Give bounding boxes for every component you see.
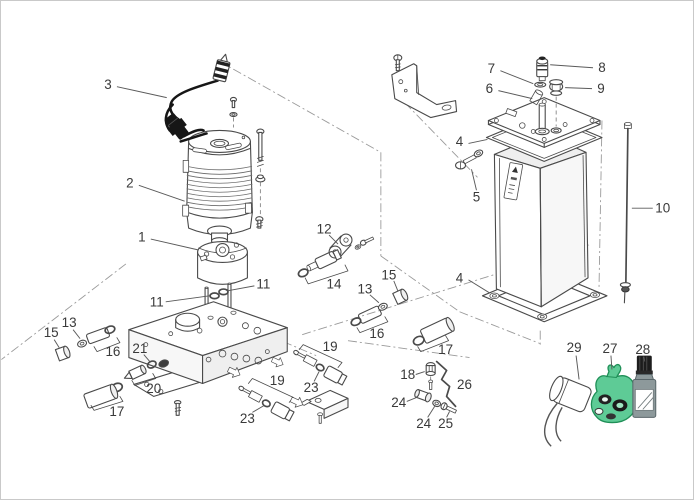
part-label-26: 26 (457, 377, 472, 392)
seal-kit-bag-27 (590, 363, 638, 424)
callout-leader-line (150, 238, 199, 251)
callout-leader-line (471, 169, 477, 191)
wall-bracket-drawing (391, 54, 458, 119)
part-label-11: 11 (150, 294, 164, 309)
callout-leader-line (138, 184, 185, 202)
oil-bottle-28 (632, 355, 657, 418)
filler-plug-8 (536, 56, 549, 82)
washer-7 (534, 81, 547, 88)
motor-fasteners (229, 96, 266, 229)
part-label-10: 10 (655, 201, 670, 216)
part-label-27: 27 (602, 341, 617, 356)
callout-leader-line (328, 234, 339, 245)
part-label-1: 1 (138, 230, 145, 245)
cable-boot (164, 113, 189, 140)
fitting-group-18-24-25 (414, 360, 457, 414)
part-label-29: 29 (567, 340, 582, 355)
part-label-2: 2 (126, 176, 133, 191)
part-label-4: 4 (456, 134, 464, 149)
callout-leader-line (550, 64, 594, 69)
callout-leader-line (446, 411, 451, 418)
callout-leader-line (53, 339, 60, 348)
valve-kit-19-lower (238, 378, 295, 422)
motor-cable-drawing (164, 53, 231, 143)
part-label-11: 11 (256, 276, 270, 291)
callout-leader-line (565, 87, 593, 90)
part-label-24: 24 (391, 395, 406, 410)
part-label-13: 13 (357, 281, 372, 296)
part-label-28: 28 (635, 342, 650, 357)
valve-kit-19-upper (293, 344, 348, 386)
callout-leader-line (500, 70, 534, 85)
part-label-15: 15 (44, 325, 59, 340)
valve-group-16-left (54, 325, 121, 362)
callout-leader-line (468, 138, 488, 144)
callout-leader-line (369, 294, 380, 304)
callout-leader-line (468, 279, 490, 294)
power-connector-drawing (212, 53, 231, 83)
small-bracket-drawing (299, 389, 349, 424)
part-label-9: 9 (597, 81, 604, 96)
valve-group-20 (123, 360, 157, 386)
callout-leader-line (610, 355, 613, 370)
part-label-19: 19 (323, 339, 338, 354)
motor-drawing (182, 129, 253, 245)
callout-leader-line (165, 295, 210, 303)
part-label-6: 6 (486, 81, 493, 96)
valve-group-14 (297, 249, 349, 285)
tie-rod-10 (619, 122, 632, 304)
tank-cover-drawing (487, 97, 601, 148)
callout-leader-line (415, 371, 425, 375)
part-label-24: 24 (416, 416, 431, 431)
part-label-13: 13 (62, 315, 77, 330)
part-label-20: 20 (146, 381, 161, 396)
screw-5 (455, 149, 484, 170)
part-label-17: 17 (438, 342, 453, 357)
callout-leader-line (393, 280, 399, 292)
callout-leader-line (227, 285, 255, 292)
part-label-17: 17 (109, 404, 124, 419)
coupling-17-left (83, 382, 124, 411)
part-label-19: 19 (270, 373, 285, 388)
callout-leader-line (143, 354, 151, 362)
part-label-21: 21 (132, 341, 147, 356)
callout-leader-line (643, 356, 646, 362)
part-label-4: 4 (456, 270, 464, 285)
callout-leader-line (427, 406, 436, 418)
pump-drawing (197, 240, 248, 315)
brace-26 (435, 360, 457, 408)
part-label-12: 12 (317, 222, 332, 237)
part-label-5: 5 (473, 190, 480, 205)
callout-leader-line (252, 404, 265, 413)
o-rings-11 (209, 288, 229, 300)
manifold-block-drawing (128, 301, 288, 385)
valve-group-16-right (350, 288, 409, 334)
callout-leader-line (498, 90, 533, 100)
part-label-7: 7 (488, 61, 495, 76)
part-label-18: 18 (400, 367, 415, 382)
callout-leader-line (313, 371, 320, 382)
part-label-23: 23 (304, 380, 319, 395)
assembly-arrows (227, 357, 304, 408)
callout-leader-line (575, 355, 580, 380)
part-label-16: 16 (105, 344, 120, 359)
part-label-8: 8 (598, 60, 605, 75)
fitting-6 (529, 89, 544, 106)
capacitor-29 (543, 375, 592, 447)
callout-leader-line (116, 86, 167, 99)
part-label-16: 16 (369, 326, 384, 341)
plug-9 (549, 79, 564, 127)
callout-leader-line (406, 396, 417, 402)
part-label-15: 15 (381, 267, 396, 282)
part-label-23: 23 (240, 411, 255, 426)
tank-sticker (503, 162, 524, 201)
part-label-14: 14 (327, 276, 342, 291)
part-label-3: 3 (104, 77, 111, 92)
callout-leader-line (72, 329, 81, 339)
part-label-25: 25 (438, 416, 453, 431)
